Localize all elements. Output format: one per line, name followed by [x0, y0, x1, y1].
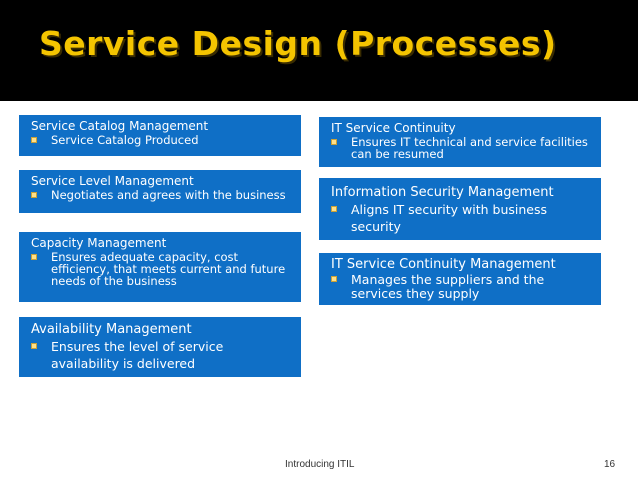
- bullet-text: Aligns IT security with business securit…: [351, 202, 547, 234]
- information-security-management-box: Information Security Management Aligns I…: [319, 178, 601, 240]
- box-bullet: Negotiates and agrees with the business: [31, 189, 291, 201]
- bullet-text: Ensures adequate capacity, cost efficien…: [51, 250, 286, 288]
- bullet-icon: [331, 206, 337, 212]
- service-level-management-box: Service Level Management Negotiates and …: [19, 170, 301, 213]
- bullet-icon: [31, 192, 37, 198]
- bullet-icon: [331, 139, 337, 145]
- box-bullet: Service Catalog Produced: [31, 134, 291, 146]
- box-bullet: Ensures adequate capacity, cost efficien…: [31, 251, 291, 287]
- bullet-text: Ensures the level of service availabilit…: [51, 339, 224, 371]
- box-bullet: Manages the suppliers and the services t…: [331, 273, 591, 301]
- bullet-icon: [331, 276, 337, 282]
- slide-footer: Introducing ITIL: [285, 459, 355, 470]
- bullet-icon: [31, 254, 37, 260]
- box-title: IT Service Continuity: [331, 121, 456, 135]
- box-bullet: Ensures the level of service availabilit…: [31, 338, 291, 372]
- bullet-icon: [31, 343, 37, 349]
- box-title: Service Catalog Management: [31, 119, 209, 133]
- box-title: Information Security Management: [331, 185, 554, 200]
- bullet-text: Manages the suppliers and the services t…: [351, 272, 545, 301]
- box-title: Capacity Management: [31, 236, 167, 250]
- bullet-text: Service Catalog Produced: [51, 133, 199, 147]
- box-title: IT Service Continuity Management: [331, 257, 556, 272]
- box-title: Availability Management: [31, 322, 192, 337]
- title-bar: Service Design (Processes): [0, 0, 638, 101]
- it-service-continuity-box: IT Service Continuity Ensures IT technic…: [319, 117, 601, 167]
- it-service-continuity-management-box: IT Service Continuity Management Manages…: [319, 253, 601, 305]
- bullet-icon: [31, 137, 37, 143]
- bullet-text: Negotiates and agrees with the business: [51, 188, 286, 202]
- slide-title: Service Design (Processes): [39, 24, 557, 63]
- box-bullet: Aligns IT security with business securit…: [331, 201, 591, 235]
- page-number: 16: [604, 459, 616, 470]
- service-catalog-management-box: Service Catalog Management Service Catal…: [19, 115, 301, 156]
- bullet-text: Ensures IT technical and service facilit…: [351, 135, 588, 161]
- capacity-management-box: Capacity Management Ensures adequate cap…: [19, 232, 301, 302]
- box-title: Service Level Management: [31, 174, 194, 188]
- availability-management-box: Availability Management Ensures the leve…: [19, 317, 301, 377]
- box-bullet: Ensures IT technical and service facilit…: [331, 136, 591, 160]
